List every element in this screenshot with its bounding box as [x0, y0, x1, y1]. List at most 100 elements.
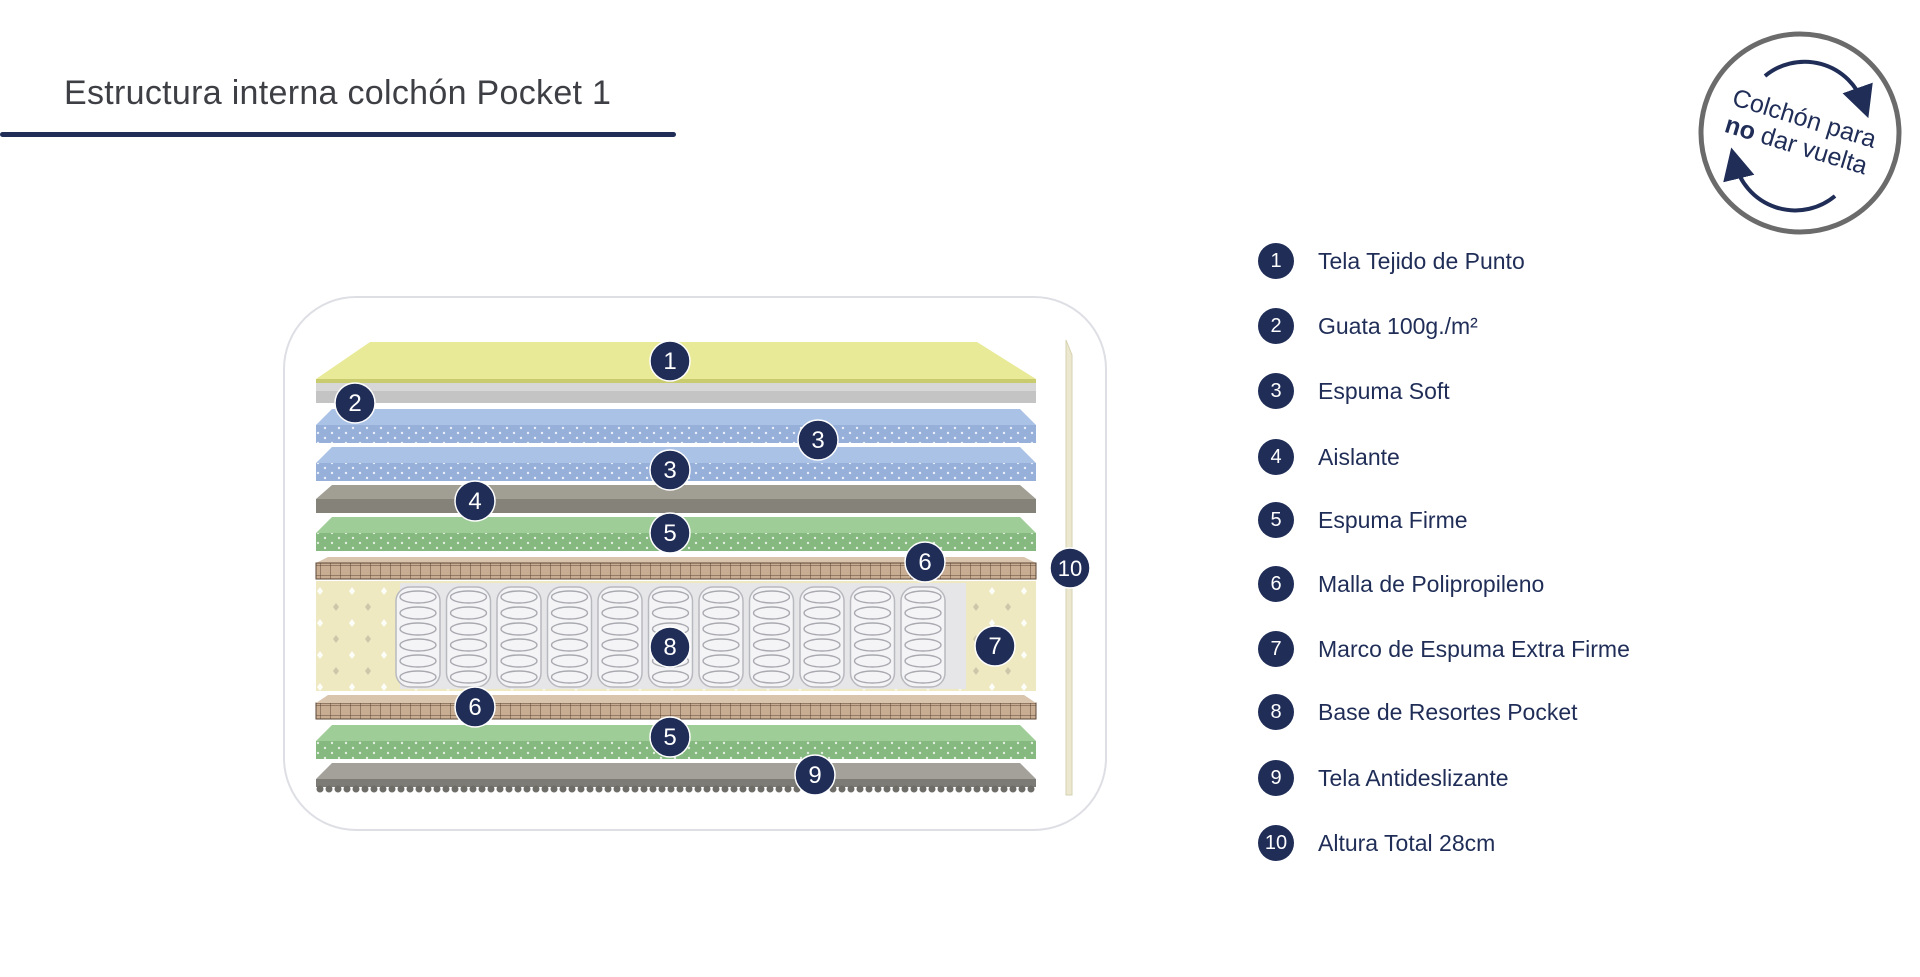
- legend-number-badge: 3: [1258, 373, 1294, 409]
- pocket-spring: [496, 586, 542, 688]
- legend-label: Espuma Firme: [1318, 506, 1468, 533]
- callout-badge: 5: [649, 716, 691, 758]
- legend-label: Aislante: [1318, 443, 1400, 470]
- antislip-bump: [694, 785, 702, 793]
- antislip-bump: [496, 785, 504, 793]
- layer-wadding-side: [316, 391, 1036, 403]
- antislip-bump: [910, 785, 918, 793]
- pocket-spring: [698, 586, 744, 688]
- pocket-spring: [546, 586, 593, 688]
- legend-number-badge: 2: [1258, 308, 1294, 344]
- antislip-bumps: [316, 785, 1035, 793]
- antislip-bump: [514, 785, 522, 793]
- rotate-arrow-icon: [1723, 147, 1837, 213]
- callout-badge: 3: [797, 419, 839, 461]
- antislip-bump: [685, 785, 693, 793]
- antislip-bump: [379, 785, 387, 793]
- callout-number: 3: [811, 427, 824, 454]
- antislip-bump: [415, 785, 423, 793]
- callout-number: 2: [348, 390, 361, 417]
- layer-antislip-fabric: [316, 763, 1036, 779]
- antislip-bump: [937, 785, 945, 793]
- antislip-bump: [766, 785, 774, 793]
- legend-number-badge: 9: [1258, 760, 1294, 796]
- antislip-bump: [865, 785, 873, 793]
- antislip-bump: [370, 785, 378, 793]
- layer-mesh-bottom: [316, 695, 1036, 703]
- callout-badge: 4: [454, 480, 496, 522]
- antislip-bump: [874, 785, 882, 793]
- antislip-bump: [478, 785, 486, 793]
- antislip-bump: [541, 785, 549, 793]
- legend-item: 4 Aislante: [1258, 439, 1778, 475]
- callout-number: 6: [468, 694, 481, 721]
- callout-number: 10: [1058, 556, 1082, 581]
- antislip-bump: [1000, 785, 1008, 793]
- antislip-bump: [973, 785, 981, 793]
- layer-knit-fabric-edge: [316, 379, 1036, 383]
- pocket-spring: [748, 586, 795, 688]
- callout-badge: 10: [1049, 547, 1091, 589]
- antislip-bump: [388, 785, 396, 793]
- layer-mesh-top: [316, 557, 1036, 563]
- callout-number: 6: [918, 549, 931, 576]
- antislip-bump: [487, 785, 495, 793]
- antislip-bump: [1009, 785, 1017, 793]
- antislip-bump: [1018, 785, 1026, 793]
- rotate-arrow-icon: [1763, 59, 1873, 119]
- antislip-bump: [568, 785, 576, 793]
- pocket-spring: [799, 586, 845, 688]
- pocket-spring: [849, 586, 896, 688]
- page-title: Estructura interna colchón Pocket 1: [64, 74, 612, 112]
- antislip-bump: [559, 785, 567, 793]
- antislip-bump: [649, 785, 657, 793]
- legend-label: Base de Resortes Pocket: [1318, 698, 1578, 725]
- antislip-bump: [442, 785, 450, 793]
- callout-badge: 6: [904, 541, 946, 583]
- antislip-bump: [982, 785, 990, 793]
- antislip-bump: [505, 785, 513, 793]
- antislip-bump: [451, 785, 459, 793]
- layer-antislip-side: [316, 779, 1036, 787]
- antislip-bump: [838, 785, 846, 793]
- callout-number: 8: [663, 634, 676, 661]
- antislip-bump: [424, 785, 432, 793]
- antislip-bump: [595, 785, 603, 793]
- antislip-bump: [856, 785, 864, 793]
- antislip-bump: [730, 785, 738, 793]
- antislip-bump: [946, 785, 954, 793]
- antislip-bump: [640, 785, 648, 793]
- legend-label: Tela Tejido de Punto: [1318, 247, 1525, 274]
- layer-insulator-side: [316, 499, 1036, 513]
- antislip-bump: [586, 785, 594, 793]
- legend-number-badge: 7: [1258, 631, 1294, 667]
- legend-label: Marco de Espuma Extra Firme: [1318, 635, 1630, 662]
- pocket-spring: [900, 586, 946, 688]
- antislip-bump: [928, 785, 936, 793]
- foam-texture: [316, 425, 1036, 443]
- pocket-spring: [395, 586, 441, 688]
- callout-badge: 3: [649, 449, 691, 491]
- antislip-bump: [631, 785, 639, 793]
- callout-number: 5: [663, 520, 676, 547]
- pocket-spring: [445, 586, 492, 688]
- antislip-bump: [667, 785, 675, 793]
- legend-item: 7 Marco de Espuma Extra Firme: [1258, 631, 1778, 667]
- callout-number: 4: [468, 488, 481, 515]
- antislip-bump: [883, 785, 891, 793]
- antislip-bump: [325, 785, 333, 793]
- title-underline: [0, 132, 676, 137]
- layer-mesh-bottom-side: [315, 702, 1037, 720]
- legend-number-badge: 4: [1258, 439, 1294, 475]
- layer-mesh-top-side: [315, 562, 1037, 580]
- callout-number: 7: [988, 633, 1001, 660]
- callout-badge: 5: [649, 512, 691, 554]
